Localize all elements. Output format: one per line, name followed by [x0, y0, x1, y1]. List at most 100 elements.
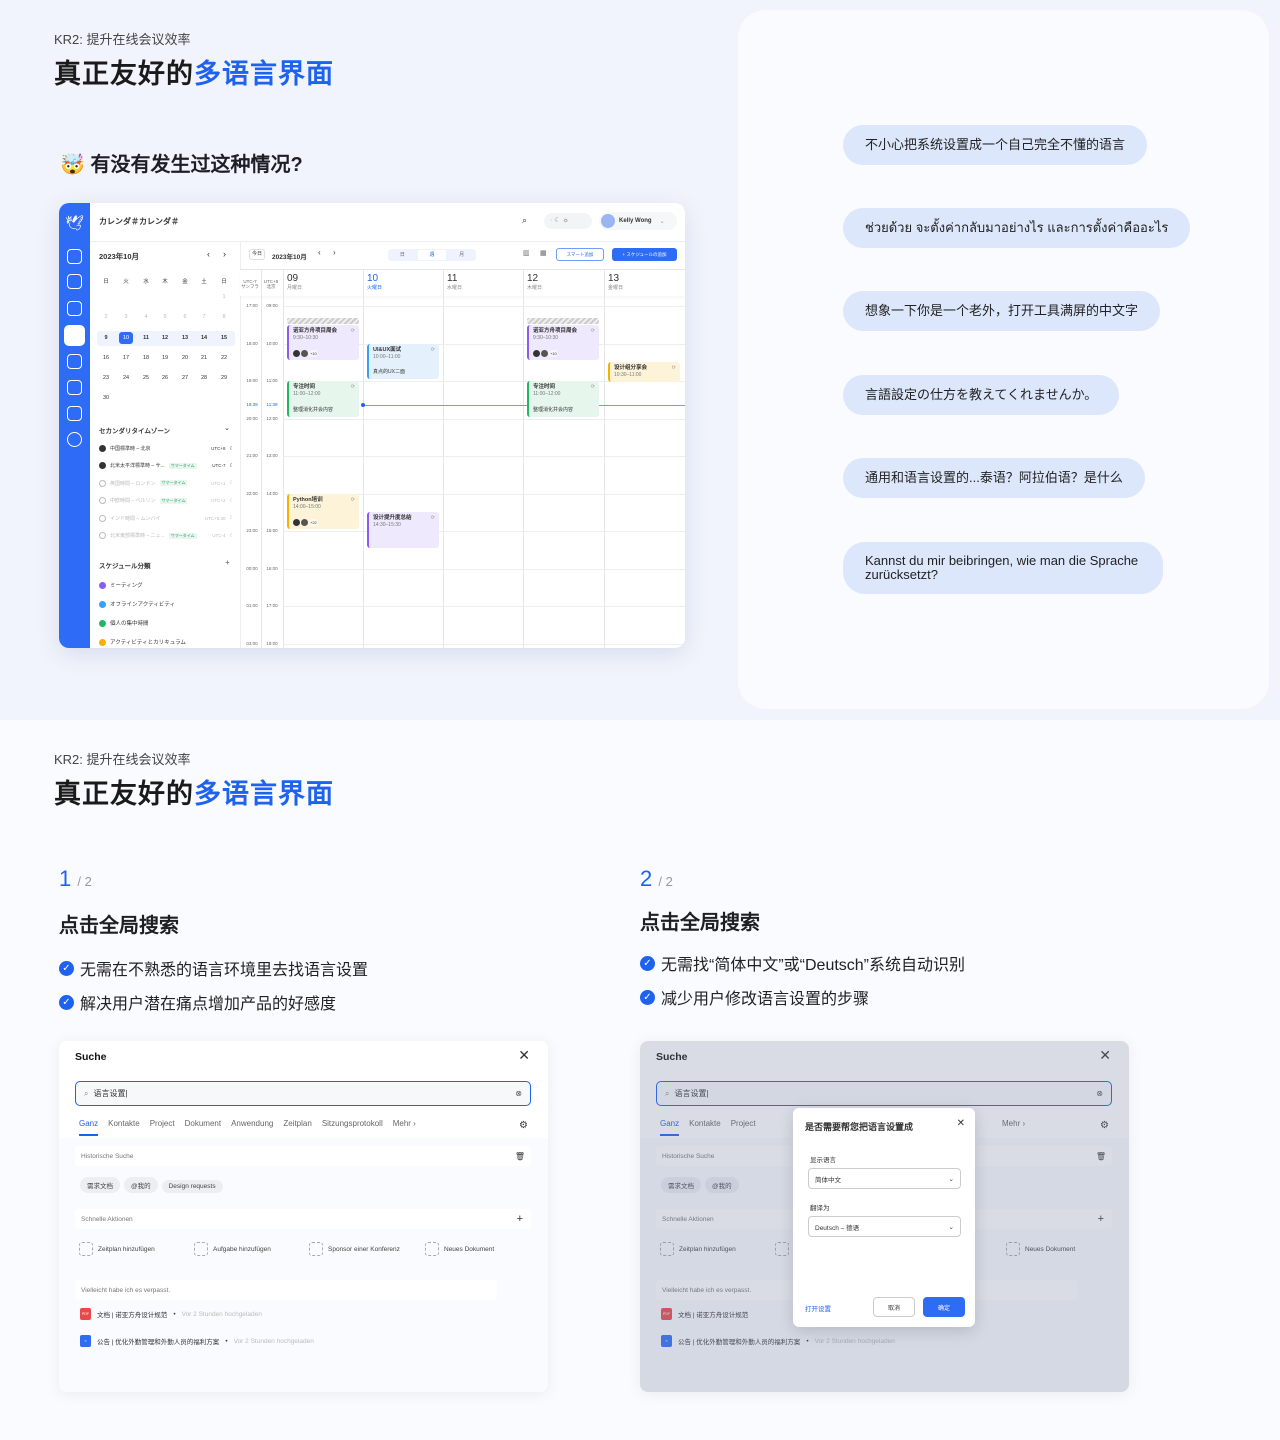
trash-icon[interactable]: 🗑 — [1095, 1151, 1106, 1161]
timezone-checkbox[interactable] — [99, 532, 106, 539]
chat-icon[interactable] — [67, 274, 82, 289]
next-week-icon[interactable]: › — [333, 248, 336, 257]
tab-anwendung[interactable]: Anwendung — [231, 1119, 274, 1128]
view-week[interactable]: 週 — [417, 250, 447, 260]
add-category-icon[interactable]: + — [225, 558, 230, 567]
quick-action[interactable]: Neues Dokument — [1006, 1242, 1075, 1256]
tab-dokument[interactable]: Dokument — [184, 1119, 222, 1128]
mini-day[interactable]: 11 — [143, 335, 149, 341]
tab-mehr[interactable]: Mehr › — [392, 1119, 416, 1128]
close-icon[interactable]: ✕ — [518, 1047, 530, 1063]
history-chip[interactable]: @我的 — [705, 1177, 739, 1193]
settings-icon[interactable]: ⚙ — [519, 1120, 528, 1131]
search-input[interactable]: ⌕语言设置|⊗ — [75, 1081, 531, 1106]
quick-action[interactable]: Neues Dokument — [425, 1242, 494, 1256]
tab-project[interactable]: Project — [730, 1119, 756, 1128]
history-chip[interactable]: 需求文档 — [661, 1177, 701, 1193]
clear-icon[interactable]: ⊗ — [515, 1089, 522, 1098]
view-month[interactable]: 月 — [459, 252, 465, 258]
mini-day[interactable]: 4 — [144, 314, 148, 320]
search-input[interactable]: ⌕语言设置|⊗ — [656, 1081, 1112, 1106]
timezone-checkbox[interactable] — [99, 445, 106, 452]
mini-day[interactable]: 26 — [161, 375, 169, 381]
mini-day[interactable]: 21 — [200, 355, 208, 361]
quick-action[interactable]: Zeitplan hinzufügen — [79, 1242, 155, 1256]
mini-day[interactable]: 18 — [142, 355, 150, 361]
mini-day[interactable]: 28 — [200, 375, 208, 381]
cancel-button[interactable]: 取消 — [873, 1297, 915, 1317]
translate-select[interactable]: Deutsch – 德语⌄ — [808, 1216, 961, 1237]
mini-day[interactable]: 27 — [181, 375, 189, 381]
clear-icon[interactable]: ⊗ — [1096, 1089, 1103, 1098]
mini-day[interactable]: 8 — [222, 314, 226, 320]
tab-mehr[interactable]: Mehr › — [1002, 1119, 1026, 1128]
prev-week-icon[interactable]: ‹ — [318, 248, 321, 257]
mini-day[interactable]: 7 — [202, 314, 206, 320]
tab-ganz[interactable]: Ganz — [660, 1119, 680, 1136]
mini-day[interactable]: 1 — [222, 294, 226, 300]
mini-day[interactable]: 19 — [161, 355, 169, 361]
theme-toggle[interactable]: · ☾ ☼ — [544, 213, 592, 229]
tab-ganz[interactable]: Ganz — [79, 1119, 99, 1136]
mini-day[interactable]: 23 — [102, 375, 110, 381]
task-icon[interactable] — [67, 354, 82, 369]
mini-day[interactable]: 5 — [163, 314, 167, 320]
history-chip[interactable]: 需求文档 — [80, 1177, 120, 1193]
mini-day[interactable]: 13 — [181, 335, 189, 341]
tab-kontakte[interactable]: Kontakte — [108, 1119, 140, 1128]
timezone-checkbox[interactable] — [99, 462, 106, 470]
category-item[interactable]: 個人の集中時間 — [99, 619, 149, 627]
mini-day[interactable]: 6 — [183, 314, 187, 320]
document-icon[interactable] — [67, 380, 82, 395]
stats-icon[interactable]: ▥ — [523, 250, 530, 257]
add-schedule-button[interactable]: + スケジュールの追加 — [612, 248, 677, 261]
calendar-icon[interactable] — [64, 325, 85, 346]
next-month-icon[interactable]: › — [223, 249, 226, 259]
confirm-button[interactable]: 确定 — [923, 1297, 965, 1317]
chevron-down-icon[interactable]: ⌄ — [224, 425, 230, 432]
timezone-checkbox[interactable] — [99, 479, 106, 487]
trash-icon[interactable]: 🗑 — [514, 1151, 525, 1161]
tab-kontakte[interactable]: Kontakte — [689, 1119, 721, 1128]
open-settings-link[interactable]: 打开设置 — [805, 1306, 831, 1313]
smart-add-button[interactable]: スマート追加 — [556, 248, 604, 261]
quick-action[interactable]: Aufgabe hinzufügen — [194, 1242, 271, 1256]
quick-action[interactable]: Sponsor einer Konferenz — [309, 1242, 400, 1256]
tab-zeitplan[interactable]: Zeitplan — [283, 1119, 312, 1128]
tab-sitzungsprotokoll[interactable]: Sitzungsprotokoll — [321, 1119, 383, 1128]
calendar-settings-icon[interactable]: ▦ — [540, 250, 547, 257]
mini-day[interactable]: 12 — [161, 335, 169, 341]
apps-icon[interactable] — [67, 406, 82, 421]
mini-day[interactable]: 29 — [220, 375, 228, 381]
category-item[interactable]: アクティビティとカリキュラム — [99, 638, 186, 646]
tab-project[interactable]: Project — [149, 1119, 175, 1128]
quick-action[interactable] — [775, 1242, 789, 1256]
display-language-select[interactable]: 简体中文⌄ — [808, 1168, 961, 1189]
mini-day[interactable]: 20 — [181, 355, 189, 361]
mini-day[interactable]: 16 — [102, 355, 110, 361]
add-icon[interactable]: + — [516, 1213, 523, 1225]
category-item[interactable]: オフラインアクティビティ — [99, 600, 175, 608]
mini-day[interactable]: 25 — [142, 375, 150, 381]
add-icon[interactable]: + — [1097, 1213, 1104, 1225]
prev-month-icon[interactable]: ‹ — [207, 249, 210, 259]
view-day[interactable]: 日 — [399, 252, 405, 258]
recent-item[interactable]: ≡公告 | 优化外勤管理和外勤人员的福利方案•Vor 2 Stunden hoc… — [80, 1335, 314, 1347]
close-icon[interactable]: ✕ — [1099, 1047, 1111, 1063]
